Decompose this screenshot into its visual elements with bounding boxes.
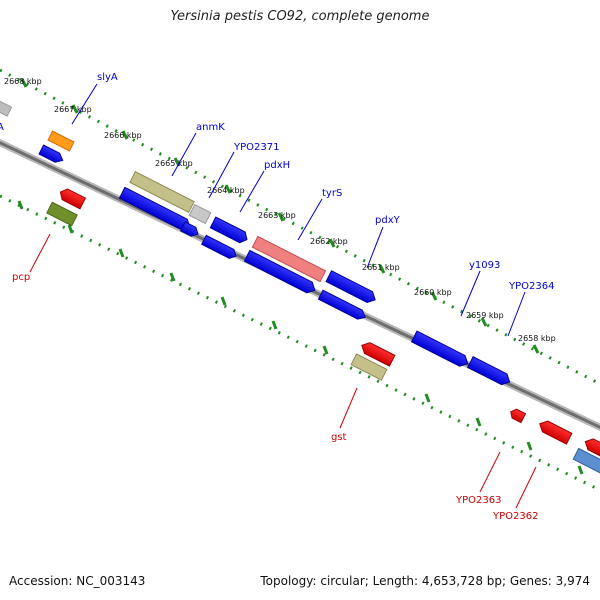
leader-line (239, 170, 265, 213)
YPO2363-feature[interactable] (508, 407, 527, 424)
ruler-label: 2661 kbp (362, 263, 400, 272)
ruler-major-tick (475, 417, 482, 427)
gene-label-pcp[interactable]: pcp (12, 272, 30, 283)
gene-feature-gray[interactable] (188, 203, 212, 225)
ruler-major-tick (480, 317, 488, 327)
ruler-label: 2665 kbp (155, 159, 193, 168)
ruler-major-tick (430, 291, 438, 301)
pdxY-feature[interactable] (325, 270, 378, 305)
genome-summary-text: Topology: circular; Length: 4,653,728 bp… (260, 574, 590, 588)
leader-line (515, 466, 537, 509)
ruler-label: 2658 kbp (518, 334, 556, 343)
ruler-label: 2660 kbp (414, 288, 452, 297)
gene-label-anmK[interactable]: anmK (196, 122, 225, 133)
ruler-major-tick (20, 78, 28, 88)
gene-label-tyrS[interactable]: tyrS (322, 188, 342, 199)
tyrS-feature[interactable] (251, 235, 327, 283)
ruler-major-tick (224, 184, 232, 194)
leader-line (208, 151, 235, 199)
leader-line (460, 270, 481, 317)
leader-line (339, 387, 358, 429)
ruler-label: 2662 kbp (310, 237, 348, 246)
reverse-features (46, 187, 600, 460)
leader-line (297, 198, 323, 241)
reverse-ruler-major-ticks (17, 200, 584, 475)
forward-ruler-track (0, 68, 600, 386)
ruler-major-tick (526, 441, 533, 451)
ruler-major-tick (424, 393, 431, 403)
pdxH-feature[interactable] (209, 216, 249, 245)
gene-label-cut[interactable]: A (0, 122, 4, 133)
YPO2364-feature[interactable] (467, 355, 513, 388)
ruler-major-tick (71, 104, 79, 114)
accession-text: Accession: NC_003143 (9, 574, 146, 588)
gene-feature-blue[interactable] (317, 289, 367, 322)
leader-line (366, 226, 384, 269)
leader-line (29, 233, 51, 273)
YPO2362-feature[interactable] (537, 418, 573, 445)
gene-label-y1093[interactable]: y1093 (469, 260, 500, 271)
leader-line (171, 132, 197, 177)
ruler-major-tick (121, 130, 129, 140)
gene-label-YPO2362[interactable]: YPO2362 (492, 511, 538, 522)
forward-features (0, 97, 600, 477)
gene-feature-gray[interactable] (0, 97, 13, 117)
ruler-major-tick (220, 296, 227, 306)
gene-feature-blue[interactable] (243, 249, 317, 295)
ruler-major-tick (118, 248, 125, 258)
ruler-label: 2667 kbp (54, 105, 92, 114)
ruler-major-tick (322, 345, 329, 355)
gene-feature-orange[interactable] (47, 130, 75, 152)
forward-leaders (71, 83, 526, 337)
gene-feature-blue[interactable] (179, 221, 201, 239)
gene-label-pdxY[interactable]: pdxY (375, 215, 401, 226)
pcp-feature[interactable] (46, 201, 78, 227)
reverse-ruler-track (0, 194, 600, 492)
gene-feature-blue[interactable] (38, 144, 65, 165)
ruler-label: 2666 kbp (104, 131, 142, 140)
leader-line (71, 83, 98, 125)
gene-feature-steelblue[interactable] (572, 447, 600, 477)
ruler-label: 2664 kbp (207, 186, 245, 195)
gene-feature-red[interactable] (359, 340, 396, 367)
y1093-feature[interactable] (410, 330, 471, 369)
ruler-major-tick (277, 212, 285, 222)
reverse-leaders (29, 233, 537, 509)
gene-feature-blue[interactable] (201, 234, 239, 260)
gst-feature[interactable] (350, 353, 388, 381)
ruler-major-tick (378, 264, 386, 274)
page-title: Yersinia pestis CO92, complete genome (170, 9, 430, 24)
anmK-feature[interactable] (129, 170, 195, 214)
gene-label-YPO2363[interactable]: YPO2363 (455, 495, 501, 506)
ruler-label: 2668 kbp (4, 77, 42, 86)
gene-feature-red[interactable] (58, 187, 87, 210)
gene-feature-red[interactable] (583, 436, 600, 460)
ruler-label: 2663 kbp (258, 211, 296, 220)
ruler-major-tick (532, 344, 540, 354)
ruler-major-tick (67, 224, 74, 234)
ruler-label: 2659 kbp (466, 311, 504, 320)
forward-ruler-major-ticks (20, 78, 540, 354)
gene-label-pdxH[interactable]: pdxH (264, 160, 290, 171)
gene-label-slyA[interactable]: slyA (97, 72, 118, 83)
ruler-major-tick (271, 320, 278, 330)
gene-label-YPO2364[interactable]: YPO2364 (508, 281, 554, 292)
ruler-major-tick (169, 272, 176, 282)
gene-label-YPO2371[interactable]: YPO2371 (233, 142, 279, 153)
ruler-major-tick (577, 465, 584, 475)
gene-label-gst[interactable]: gst (331, 432, 347, 443)
ruler-major-tick (17, 200, 24, 210)
ruler-major-tick (328, 238, 336, 248)
leader-line (507, 291, 526, 337)
leader-line (479, 451, 501, 493)
